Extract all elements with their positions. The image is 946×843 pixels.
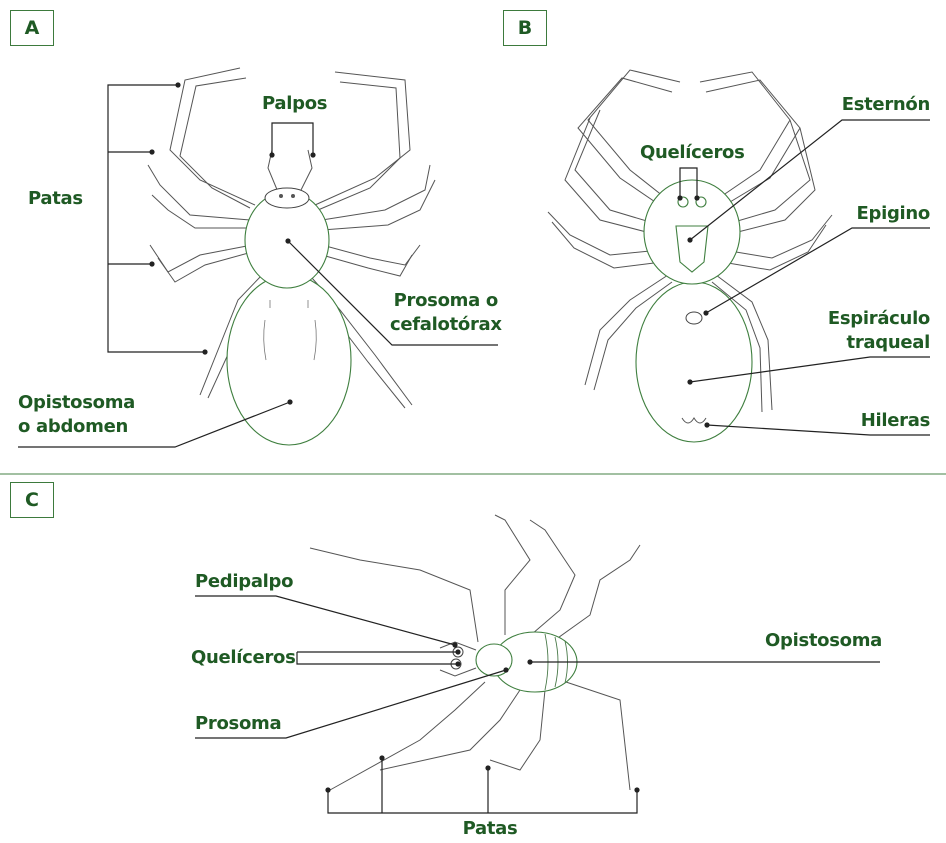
leg-c-2	[495, 515, 530, 635]
label-espiraculo-line1: Espiráculo	[800, 308, 930, 330]
leg-b-r1	[700, 72, 790, 200]
panel-c-tag: C	[10, 482, 54, 518]
spider-b-drawing	[548, 70, 832, 442]
leg-b-l2	[575, 110, 660, 225]
leg-b-l1	[588, 70, 680, 200]
label-prosoma-c: Prosoma	[195, 713, 281, 735]
leg-c-7	[330, 682, 485, 790]
label-queliceros-c: Quelíceros	[191, 647, 296, 669]
leg-b-l3	[548, 212, 660, 255]
panel-c-leaders	[195, 596, 880, 813]
label-opistosoma-a-line2: o abdomen	[18, 416, 128, 438]
label-pedipalpo: Pedipalpo	[195, 571, 293, 593]
label-hileras: Hileras	[820, 410, 930, 432]
label-opistosoma-a-line1: Opistosoma	[18, 392, 135, 414]
panel-a-tag: A	[10, 10, 54, 46]
leg-a-r2	[322, 165, 430, 220]
palp-a-right	[300, 150, 312, 192]
leg-a-r3	[322, 245, 420, 265]
label-prosoma-line1: Prosoma o	[390, 290, 498, 312]
label-palpos: Palpos	[262, 93, 327, 115]
leg-c-8	[490, 690, 545, 770]
label-patas-a: Patas	[28, 188, 83, 210]
panel-b-tag: B	[503, 10, 547, 46]
label-epigino: Epigino	[820, 203, 930, 225]
leg-b-r2	[724, 120, 810, 225]
spider-a-drawing	[148, 68, 435, 445]
label-prosoma-line2: cefalotórax	[390, 314, 498, 336]
label-esternon: Esternón	[820, 94, 930, 116]
leg-c-3	[525, 520, 575, 640]
label-opistosoma-c: Opistosoma	[765, 630, 882, 652]
leg-a-l1	[170, 68, 255, 205]
label-patas-c: Patas	[430, 818, 550, 840]
label-espiraculo-line2: traqueal	[800, 332, 930, 354]
leg-a-l2	[148, 165, 250, 220]
leg-c-5	[560, 680, 630, 790]
label-queliceros-b: Quelíceros	[640, 142, 745, 164]
